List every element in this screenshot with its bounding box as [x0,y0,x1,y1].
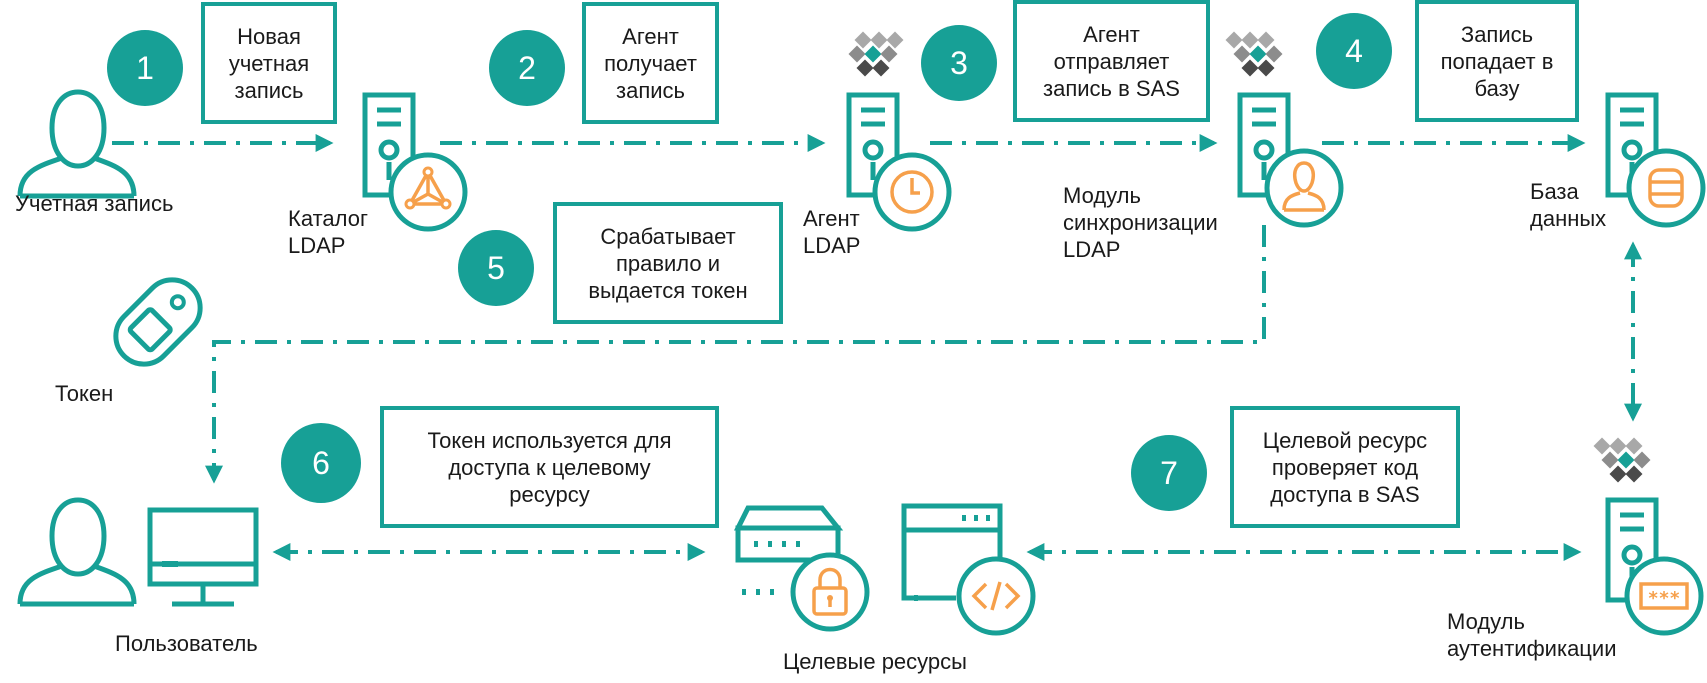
step-box-1: Новая учетная запись [201,2,337,124]
logo-icon [1225,31,1283,77]
node-label-auth-module: Модуль аутентификации [1447,609,1617,661]
user-icon [17,89,137,199]
step-number-5: 5 [458,230,534,306]
browser-window-icon [901,503,1003,601]
node-label-ldap-agent: Агент LDAP [803,206,861,258]
step-text-2: Агент получает запись [604,23,697,103]
token-icon [113,277,203,367]
lock-icon [790,552,870,632]
node-label-target-resources: Целевые ресурсы [783,649,967,674]
step-box-5: Срабатывает правило и выдается токен [553,202,783,324]
node-label-database: База данных [1530,179,1607,231]
password-icon: *** [1624,556,1704,636]
node-label-ldap-catalog: Каталог LDAP [288,206,368,258]
logo-icon [1593,437,1651,483]
step-number-3: 3 [921,25,997,101]
step-text-1: Новая учетная запись [228,23,310,103]
step-box-4: Запись попадает в базу [1415,0,1579,122]
database-icon [1626,148,1706,228]
step-text-4: Запись попадает в базу [1440,21,1554,101]
monitor-icon [147,507,259,607]
network-icon [388,152,468,232]
server-icon [733,505,844,595]
clock-icon [872,152,952,232]
connectors [112,134,1642,561]
step-box-7: Целевой ресурс проверяет код доступа в S… [1230,406,1460,528]
step-text-3: Агент отправляет запись в SAS [1043,21,1180,101]
user-icon [1264,148,1344,228]
step-text-5: Срабатывает правило и выдается токен [588,223,748,303]
code-icon [956,556,1036,636]
user-icon [17,497,137,607]
step-number-1: 1 [107,30,183,106]
node-label-account: Учетная запись [15,191,174,216]
logo-icon [848,31,904,77]
step-number-2: 2 [489,30,565,106]
step-number-6: 6 [281,423,361,503]
node-label-token: Токен [55,381,114,406]
svg-text:***: *** [1648,588,1681,609]
step-box-6: Токен используется для доступа к целевом… [380,406,719,528]
node-label-user: Пользователь [115,631,258,656]
node-label-sync-module: Модуль синхронизации LDAP [1063,183,1218,262]
step-box-3: Агент отправляет запись в SAS [1013,0,1210,122]
arrow-sync-to-user [205,225,1266,484]
step-number-7: 7 [1131,435,1207,511]
step-text-7: Целевой ресурс проверяет код доступа в S… [1262,427,1428,507]
step-number-4: 4 [1316,13,1392,89]
step-text-6: Токен используется для доступа к целевом… [427,427,672,507]
step-box-2: Агент получает запись [582,2,719,124]
